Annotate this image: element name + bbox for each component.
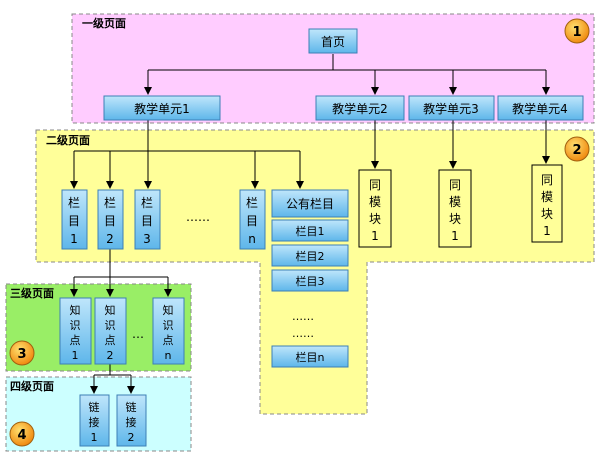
unit-node-1: 教学单元1 xyxy=(103,95,221,121)
knowledge-1-char1: 知 xyxy=(70,303,81,317)
column-node-1-char2: 目 xyxy=(68,214,80,228)
knowledge-node-n: 知 识 点 n xyxy=(152,297,185,365)
unit-node-4-label: 教学单元4 xyxy=(512,101,568,116)
public-column-node: 公有栏目 xyxy=(271,189,349,218)
public-item-1-label: 栏目1 xyxy=(296,224,325,238)
same-module-2-char3: 块 xyxy=(449,212,461,226)
level1-badge-number: 1 xyxy=(572,25,581,40)
knowledge-ellipsis: … xyxy=(132,327,144,341)
unit-node-4: 教学单元4 xyxy=(497,95,584,121)
same-module-3-char4: 1 xyxy=(543,224,551,238)
public-item-2: 栏目2 xyxy=(271,244,349,267)
level4-badge: 4 xyxy=(9,421,35,447)
public-ellipsis-2: …… xyxy=(292,327,314,340)
public-ellipsis-1: …… xyxy=(292,310,314,323)
public-item-3-label: 栏目3 xyxy=(296,274,325,288)
column-node-n-char1: 栏 xyxy=(246,195,258,210)
knowledge-node-1: 知 识 点 1 xyxy=(59,297,92,365)
column-node-2-char3: 2 xyxy=(106,232,114,246)
public-item-2-label: 栏目2 xyxy=(296,249,325,263)
unit-node-3-label: 教学单元3 xyxy=(423,101,479,116)
columns-ellipsis: …… xyxy=(186,210,210,224)
public-item-n: 栏目n xyxy=(271,345,349,368)
level1-label: 一级页面 xyxy=(82,16,126,30)
knowledge-2-char3: 点 xyxy=(105,334,116,347)
same-module-node-2: 同 模 块 1 xyxy=(438,169,472,248)
level3-badge-number: 3 xyxy=(17,347,26,362)
knowledge-n-char3: 点 xyxy=(163,334,174,347)
level1-badge: 1 xyxy=(564,18,590,44)
same-module-1-char2: 模 xyxy=(369,195,381,209)
level2-label: 二级页面 xyxy=(46,133,90,147)
knowledge-1-char4: 1 xyxy=(72,349,79,362)
unit-node-2: 教学单元2 xyxy=(315,95,405,121)
level2-badge-number: 2 xyxy=(572,143,581,158)
public-column-label: 公有栏目 xyxy=(286,196,334,211)
column-node-2: 栏 目 2 xyxy=(97,189,124,250)
unit-node-1-label: 教学单元1 xyxy=(134,101,190,116)
link-node-2: 链 接 2 xyxy=(116,394,147,447)
knowledge-n-char2: 识 xyxy=(163,319,174,332)
same-module-1-char1: 同 xyxy=(369,178,381,192)
same-module-3-char2: 模 xyxy=(541,190,553,204)
home-node-label: 首页 xyxy=(321,35,345,49)
same-module-node-1: 同 模 块 1 xyxy=(358,169,392,248)
column-node-1-char3: 1 xyxy=(70,232,78,246)
level4-badge-number: 4 xyxy=(17,428,26,443)
knowledge-1-char3: 点 xyxy=(70,334,81,347)
same-module-1-char4: 1 xyxy=(371,229,379,243)
column-node-n: 栏 目 n xyxy=(239,189,266,250)
connectors xyxy=(70,54,550,394)
column-node-1-char1: 栏 xyxy=(68,195,80,210)
knowledge-n-char4: n xyxy=(165,349,172,362)
column-node-3-char2: 目 xyxy=(141,214,153,228)
same-module-3-char1: 同 xyxy=(541,173,553,187)
column-node-2-char1: 栏 xyxy=(104,195,116,210)
knowledge-2-char4: 2 xyxy=(107,349,114,362)
home-node: 首页 xyxy=(308,28,358,54)
link-2-char3: 2 xyxy=(128,431,135,444)
column-node-n-char3: n xyxy=(248,232,256,246)
public-item-1: 栏目1 xyxy=(271,219,349,242)
knowledge-2-char2: 识 xyxy=(105,319,116,332)
knowledge-node-2: 知 识 点 2 xyxy=(94,297,127,365)
level3-badge: 3 xyxy=(9,340,35,366)
knowledge-1-char2: 识 xyxy=(70,319,81,332)
level2-badge: 2 xyxy=(564,136,590,162)
link-1-char1: 链 xyxy=(89,400,100,414)
same-module-3-char3: 块 xyxy=(541,207,553,221)
level3-label: 三级页面 xyxy=(10,286,54,300)
same-module-1-char3: 块 xyxy=(369,212,381,226)
column-node-3: 栏 目 3 xyxy=(134,189,161,250)
column-node-3-char1: 栏 xyxy=(141,195,153,210)
column-node-2-char2: 目 xyxy=(104,214,116,228)
same-module-2-char4: 1 xyxy=(451,229,459,243)
link-1-char2: 接 xyxy=(89,416,100,429)
column-node-3-char3: 3 xyxy=(143,232,151,246)
public-item-3: 栏目3 xyxy=(271,269,349,292)
link-node-1: 链 接 1 xyxy=(79,394,110,447)
column-node-n-char2: 目 xyxy=(246,214,258,228)
public-item-n-label: 栏目n xyxy=(296,350,325,364)
link-2-char2: 接 xyxy=(126,416,137,429)
link-2-char1: 链 xyxy=(126,400,137,414)
level4-label: 四级页面 xyxy=(10,379,54,393)
unit-node-3: 教学单元3 xyxy=(408,95,495,121)
link-1-char3: 1 xyxy=(91,431,98,444)
same-module-node-3: 同 模 块 1 xyxy=(531,164,563,243)
same-module-2-char1: 同 xyxy=(449,178,461,192)
knowledge-2-char1: 知 xyxy=(105,303,116,317)
column-node-1: 栏 目 1 xyxy=(61,189,88,250)
unit-node-2-label: 教学单元2 xyxy=(332,101,388,116)
same-module-2-char2: 模 xyxy=(449,195,461,209)
knowledge-n-char1: 知 xyxy=(163,303,174,317)
